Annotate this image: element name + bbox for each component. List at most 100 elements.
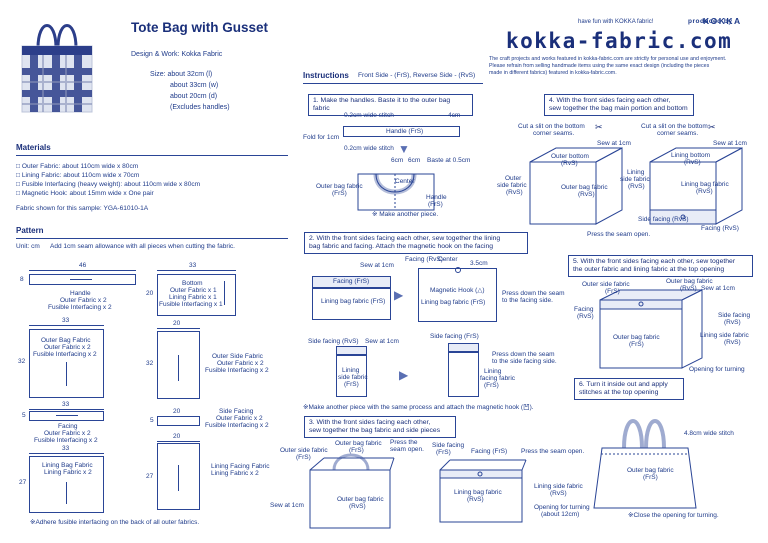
step6-footnote: ※Close the opening for turning. bbox=[628, 512, 719, 519]
step3-label: Opening for turning bbox=[534, 504, 590, 511]
step4-label: corner seams. bbox=[533, 130, 575, 137]
step2-label: Side facing (FrS) bbox=[430, 333, 479, 340]
notice-line: The craft projects and works featured in… bbox=[489, 56, 727, 62]
dim-height: 5 bbox=[22, 412, 26, 419]
step4-outer-box bbox=[529, 147, 623, 225]
produced-by: produced by bbox=[688, 18, 733, 25]
step3-label: Lining bag fabric bbox=[454, 489, 502, 496]
step-6-heading: 6. Turn it inside out and apply stitches… bbox=[574, 378, 684, 401]
step4-label: (RvS) bbox=[628, 183, 645, 190]
step1-label: 0.2cm wide stitch bbox=[344, 145, 394, 152]
step2-label: Lining bbox=[484, 368, 502, 375]
step2-lining-panel bbox=[312, 288, 391, 320]
step1-label: Baste at 0.5cm bbox=[427, 157, 471, 164]
grain-arrow bbox=[224, 281, 225, 305]
pattern-piece-side-facing bbox=[157, 416, 200, 426]
step5-label: (FrS) bbox=[629, 341, 644, 348]
dim-height: 32 bbox=[18, 358, 26, 365]
pattern-piece-bottom bbox=[157, 274, 236, 316]
step1-bag-diagram bbox=[357, 173, 435, 211]
piece-label: Bottom bbox=[182, 280, 203, 287]
step2-label: Side facing (RvS) bbox=[308, 338, 359, 345]
step2-label: Sew at 1cm bbox=[365, 338, 399, 345]
step-3-heading: 3. With the front sides facing each othe… bbox=[304, 416, 456, 439]
step3-label: Press the seam open. bbox=[521, 448, 585, 455]
step1-label: Center bbox=[395, 178, 415, 185]
step2-label: Lining bag fabric (FrS) bbox=[321, 298, 386, 305]
step-text: 4. With the front sides facing each othe… bbox=[549, 97, 671, 104]
step1-label: Handle bbox=[426, 194, 447, 201]
piece-label: Fusible Interfacing x 2 bbox=[48, 304, 112, 311]
step4-label: Lining bag fabric bbox=[681, 181, 729, 188]
step-text: the outer fabric and lining fabric at th… bbox=[573, 266, 725, 274]
grain-arrow bbox=[56, 415, 78, 416]
pattern-footnote: ※Adhere fusible interfacing on the back … bbox=[30, 519, 200, 526]
grain-arrow bbox=[178, 465, 179, 491]
right-arrow-icon: ▶ bbox=[394, 288, 404, 302]
step-text: 3. With the front sides facing each othe… bbox=[309, 419, 431, 426]
step3-label: Sew at 1cm bbox=[270, 502, 304, 509]
step1-label: (FrS) bbox=[332, 190, 347, 197]
dim-height: 27 bbox=[19, 479, 27, 486]
piece-label: Lining Fabric x 2 bbox=[211, 470, 259, 477]
material-item: □ Fusible Interfacing (heavy weight): ab… bbox=[16, 181, 201, 188]
piece-label: Lining Fabric x 2 bbox=[44, 469, 92, 476]
step5-bag-box bbox=[599, 289, 703, 369]
step-text: stitches at the top opening bbox=[579, 389, 659, 397]
size-line: (Excludes handles) bbox=[170, 104, 230, 111]
step4-label: Lining bbox=[627, 169, 645, 176]
step2-label: to the side facing side. bbox=[492, 358, 557, 365]
site-logo: kokka-fabric.com bbox=[506, 29, 733, 53]
dim-width: 33 bbox=[62, 445, 70, 452]
step3-label: Side facing bbox=[432, 442, 465, 449]
piece-label: Outer Fabric x 2 bbox=[60, 297, 107, 304]
notice-line: Please refrain from selling handmade ite… bbox=[489, 63, 710, 69]
grain-arrow bbox=[70, 279, 92, 280]
step3-label: (RvS) bbox=[550, 490, 567, 497]
step-5-heading: 5. With the front sides facing each othe… bbox=[568, 255, 753, 278]
piece-label: Fusible Interfacing x 2 bbox=[34, 437, 98, 444]
step4-label: Cut a slit on the bottom bbox=[641, 123, 708, 130]
piece-label: Outer Fabric x 2 bbox=[44, 344, 91, 351]
step3-label: (RvS) bbox=[467, 496, 484, 503]
step3-label: Press the bbox=[390, 439, 418, 446]
step1-label: Handle (FrS) bbox=[386, 128, 424, 135]
sample-fabric: Fabric shown for this sample: YGA-61010-… bbox=[16, 205, 149, 212]
tagline: have fun with KOKKA fabric! bbox=[578, 19, 654, 25]
pattern-title: Pattern bbox=[16, 226, 44, 235]
step2-label: (FrS) bbox=[344, 381, 359, 388]
dim-height: 32 bbox=[146, 360, 154, 367]
step3-label: (FrS) bbox=[349, 447, 364, 454]
step4-label: Cut a slit on the bottom bbox=[518, 123, 585, 130]
step-1-heading: 1. Make the handles. Baste it to the out… bbox=[308, 94, 473, 117]
dim-width: 33 bbox=[62, 317, 70, 324]
step1-label: (FrS) bbox=[428, 201, 443, 208]
step4-label: Outer bottom bbox=[551, 153, 589, 160]
step4-label: Sew at 1cm bbox=[713, 140, 747, 147]
piece-label: Fusible Interfacing x 1 bbox=[159, 301, 223, 308]
step-text: 2. With the front sides facing each othe… bbox=[309, 235, 501, 242]
scissors-icon: ✂ bbox=[708, 122, 716, 132]
step-text: 6. Turn it inside out and apply bbox=[579, 381, 668, 388]
allowance-note: Add 1cm seam allowance with all pieces w… bbox=[50, 243, 235, 250]
step2-label: Lining bag fabric (FrS) bbox=[421, 299, 486, 306]
step1-label: 0.2cm wide stitch bbox=[344, 112, 394, 119]
step3-lining-box bbox=[439, 459, 527, 523]
divider bbox=[16, 238, 288, 239]
pattern-piece-facing bbox=[29, 411, 104, 421]
step5-label: Side facing bbox=[718, 312, 751, 319]
piece-label: Lining Bag Fabric bbox=[42, 462, 93, 469]
step5-label: Lining side fabric bbox=[700, 332, 749, 339]
step4-label: Press the seam open. bbox=[587, 231, 651, 238]
dim-height: 27 bbox=[146, 473, 154, 480]
step2-label: Sew at 1cm bbox=[360, 262, 394, 269]
piece-label: Outer Fabric x 2 bbox=[44, 430, 91, 437]
step5-label: Outer bag fabric bbox=[613, 334, 660, 341]
unit-note: Unit: cm bbox=[16, 243, 40, 250]
size-line: about 20cm (d) bbox=[170, 93, 218, 100]
dim-width: 33 bbox=[189, 262, 197, 269]
piece-label: Outer Fabric x 2 bbox=[216, 415, 263, 422]
step2-side-facing bbox=[336, 346, 367, 355]
piece-label: Outer Side Fabric bbox=[212, 353, 263, 360]
step5-label: Facing bbox=[574, 306, 594, 313]
